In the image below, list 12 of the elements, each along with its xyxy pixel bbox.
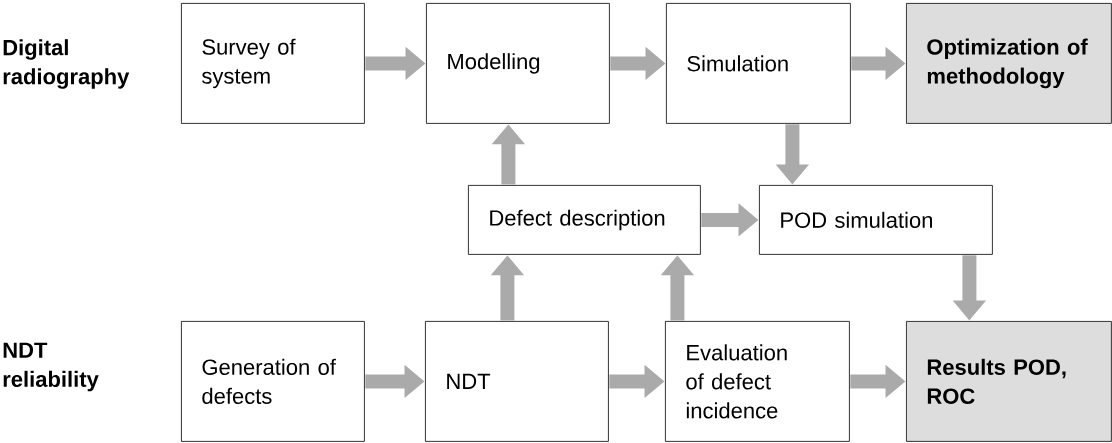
process-box: Survey of system <box>181 3 365 124</box>
process-box: POD simulation <box>759 185 993 255</box>
row-label: NDT reliability <box>3 342 99 392</box>
process-box: NDT <box>425 321 609 442</box>
process-box: Simulation <box>666 3 851 124</box>
row-label: Digital radiography <box>3 39 130 89</box>
process-box: Generation of defects <box>181 321 365 442</box>
process-box: Defect description <box>468 185 701 255</box>
process-box: Results POD, ROC <box>906 321 1112 442</box>
process-box: Evaluation of defect incidence <box>665 321 850 442</box>
process-box: Modelling <box>426 3 610 124</box>
process-box: Optimization of methodology <box>906 3 1112 124</box>
